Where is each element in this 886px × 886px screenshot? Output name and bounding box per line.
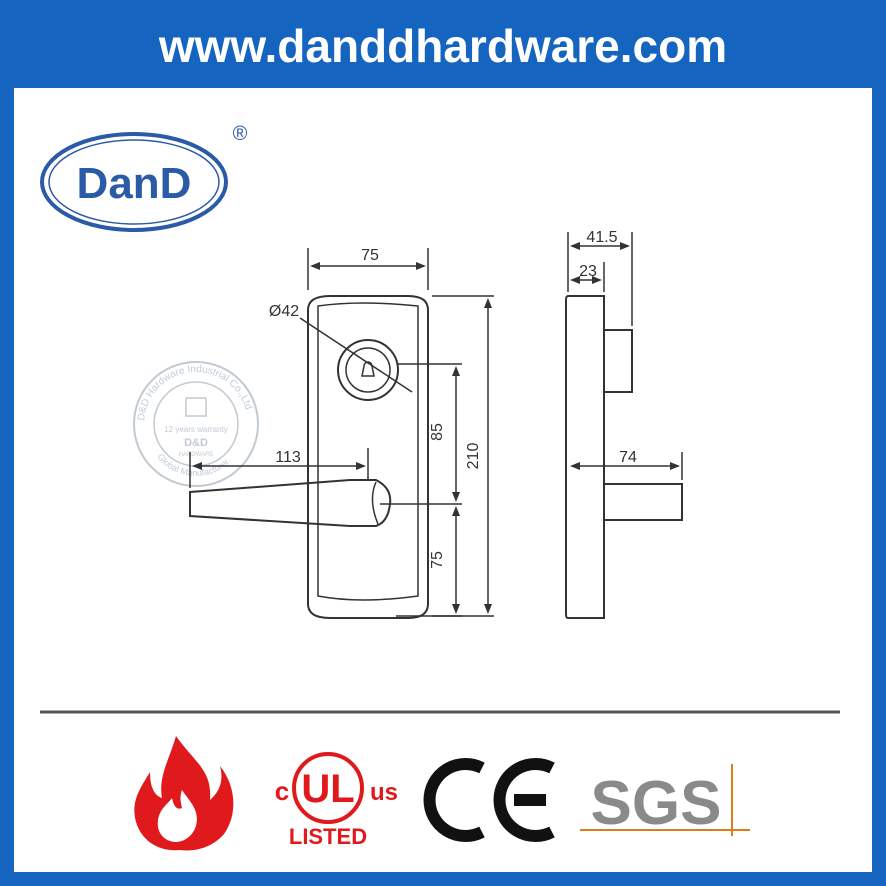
dim-side-total-depth: 41.5	[586, 229, 617, 246]
front-dimension-labels: 75 Ø42 113 85 75 210	[269, 247, 482, 569]
cylinder-inner	[345, 347, 391, 393]
watermark-line2: D&D	[184, 437, 208, 449]
watermark-line3: HARDWARE	[179, 452, 214, 458]
escutcheon-inner	[317, 302, 419, 601]
ul-listed-mark: c UL us LISTED	[275, 752, 398, 849]
dim-side-lever-projection: 74	[619, 449, 637, 466]
ul-c-text: c	[275, 776, 289, 806]
dim-front-width: 75	[361, 247, 379, 264]
watermark-line1: 12 years warranty	[164, 425, 228, 434]
watermark-emblem-icon	[185, 397, 207, 417]
sgs-mark: SGS	[580, 764, 750, 838]
drawing-panel	[14, 88, 872, 872]
side-dimension-labels: 41.5 23 74	[579, 229, 637, 466]
keyhole-icon	[361, 361, 375, 377]
ul-us-text: us	[370, 779, 398, 806]
registered-mark: ®	[233, 123, 248, 145]
side-lever	[603, 483, 683, 521]
fire-rated-icon	[134, 736, 234, 851]
side-cylinder-body	[603, 329, 633, 393]
ul-mark-text: UL	[301, 767, 354, 811]
cylinder-outer	[337, 339, 399, 401]
dim-total-height: 210	[465, 443, 482, 470]
side-plate	[565, 295, 605, 619]
dim-side-plate-depth: 23	[579, 263, 597, 280]
front-dimensions	[189, 248, 494, 617]
lever-rose	[371, 481, 379, 525]
website-url[interactable]: www.danddhardware.com	[158, 20, 728, 72]
dim-cylinder-diameter: Ø42	[269, 303, 299, 320]
dim-cylinder-to-lever: 85	[429, 423, 446, 441]
lever-handle	[189, 479, 392, 527]
front-view	[189, 295, 429, 619]
side-dimensions	[567, 232, 683, 480]
side-view	[565, 295, 683, 619]
sgs-text: SGS	[591, 769, 722, 838]
logo-text: DanD	[77, 159, 192, 208]
dim-lever-length: 113	[275, 449, 301, 466]
escutcheon-outer	[307, 295, 429, 619]
dim-lever-to-bottom: 75	[429, 551, 446, 569]
ce-mark: CE	[0, 0, 555, 842]
ce-text: CE	[0, 0, 2, 1]
dand-logo: DanD ®	[40, 123, 248, 232]
ul-listed-text: LISTED	[289, 824, 367, 849]
